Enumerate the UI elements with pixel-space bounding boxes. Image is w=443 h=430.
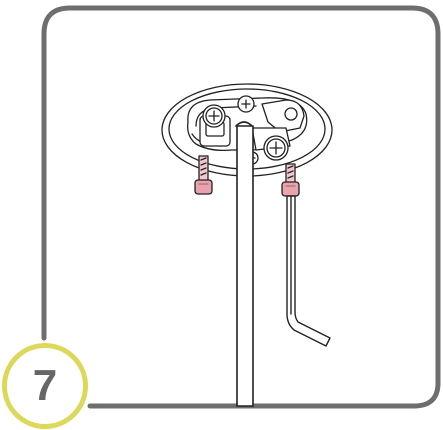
step-number: 7 xyxy=(32,361,58,410)
panel-frame xyxy=(67,5,441,409)
allen-key xyxy=(286,195,331,347)
center-pole xyxy=(235,121,254,407)
panel-frame-left xyxy=(41,5,73,341)
hex-screw-left xyxy=(194,155,213,195)
step-number-badge: 7 xyxy=(2,343,88,429)
hex-screw-right xyxy=(281,163,300,197)
plate-screws xyxy=(202,95,289,165)
